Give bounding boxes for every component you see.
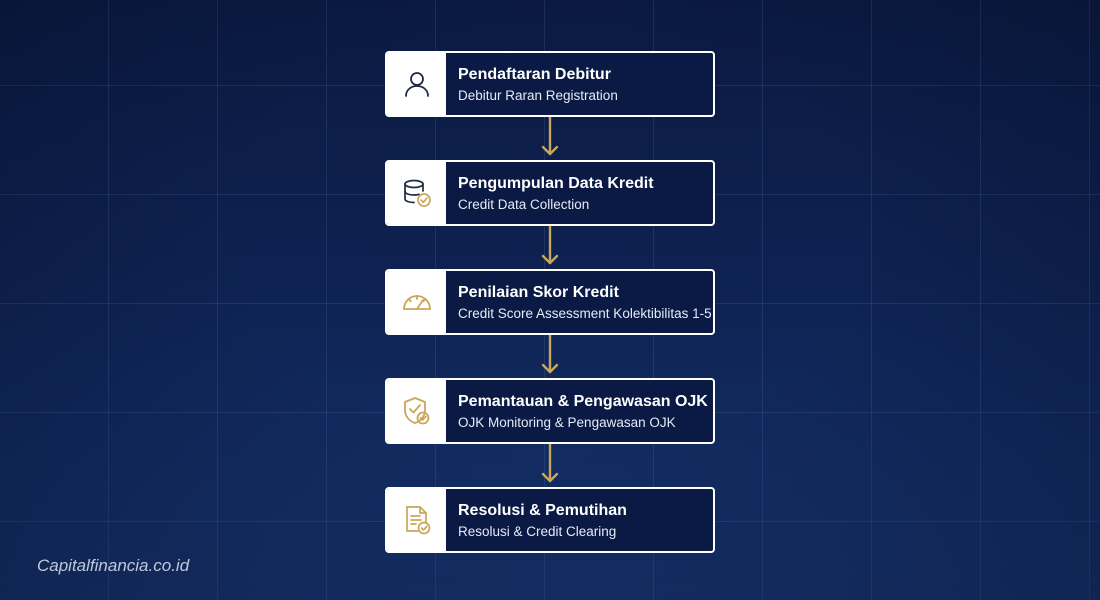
step-text: Penilaian Skor Kredit Credit Score Asses… [446,271,713,333]
step-subtitle: Credit Score Assessment Kolektibilitas 1… [458,306,712,321]
step-title: Pengumpulan Data Kredit [458,175,654,192]
step-subtitle: Resolusi & Credit Clearing [458,524,617,539]
gauge-icon [402,295,431,310]
arrow-down-icon [541,226,559,265]
flow-arrow [385,226,715,269]
step-resolution-clearing: Resolusi & Pemutihan Resolusi & Credit C… [385,487,715,553]
step-subtitle: Debitur Raran Registration [458,88,618,103]
watermark: Capitalfinancia.co.id [37,556,190,575]
step-icon-box [387,162,446,224]
database-check-icon [403,179,431,207]
step-title: Pemantauan & Pengawasan OJK [458,393,708,410]
step-title: Resolusi & Pemutihan [458,502,627,519]
flow-arrow [385,117,715,160]
step-icon-box [387,271,446,333]
step-text: Pendaftaran Debitur Debitur Raran Regist… [446,53,713,115]
step-title: Pendaftaran Debitur [458,66,611,83]
arrow-down-icon [541,444,559,483]
step-icon-box [387,489,446,551]
step-title: Penilaian Skor Kredit [458,284,619,301]
step-subtitle: Credit Data Collection [458,197,590,212]
arrow-down-icon [541,335,559,374]
flow-arrow [385,444,715,487]
user-icon [404,72,429,97]
step-subtitle: OJK Monitoring & Pengawasan OJK [458,415,676,430]
step-text: Resolusi & Pemutihan Resolusi & Credit C… [446,489,713,551]
shield-check-icon [403,397,429,425]
arrow-down-icon [541,117,559,156]
step-debtor-registration: Pendaftaran Debitur Debitur Raran Regist… [385,51,715,117]
step-credit-score-assessment: Penilaian Skor Kredit Credit Score Asses… [385,269,715,335]
step-credit-data-collection: Pengumpulan Data Kredit Credit Data Coll… [385,160,715,226]
flowchart: Pendaftaran Debitur Debitur Raran Regist… [385,51,715,553]
step-ojk-monitoring: Pemantauan & Pengawasan OJK OJK Monitori… [385,378,715,444]
step-icon-box [387,380,446,442]
document-check-icon [405,506,430,535]
step-text: Pemantauan & Pengawasan OJK OJK Monitori… [446,380,713,442]
step-icon-box [387,53,446,115]
flow-arrow [385,335,715,378]
step-text: Pengumpulan Data Kredit Credit Data Coll… [446,162,713,224]
